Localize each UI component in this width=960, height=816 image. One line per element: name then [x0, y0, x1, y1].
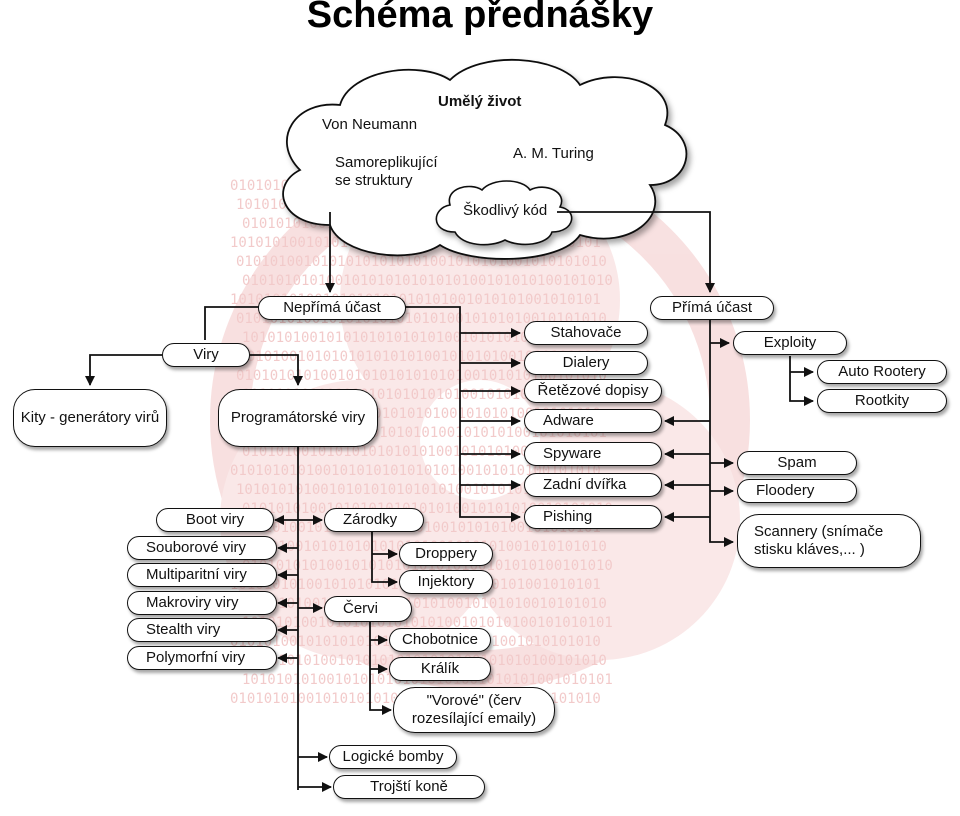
binary-row: 0101010101001010101010101010010101010010… — [242, 558, 613, 574]
node-prima-ucast[interactable]: Přímá účast — [650, 296, 774, 320]
node-souborove-viry[interactable]: Souborové viry — [127, 536, 277, 560]
binary-row: 0101010010101010101010100101010100101010… — [230, 349, 601, 365]
node-viry[interactable]: Viry — [162, 343, 250, 367]
node-neprima-ucast[interactable]: Nepřímá účast — [258, 296, 406, 320]
node-kity[interactable]: Kity - generátory virů — [13, 389, 167, 447]
node-kralik[interactable]: Králík — [389, 657, 491, 681]
node-pishing[interactable]: Pishing — [524, 505, 662, 529]
node-cervi[interactable]: Červi — [324, 596, 412, 622]
node-dialery[interactable]: Dialery — [524, 351, 648, 375]
cloud-item-turing: A. M. Turing — [513, 145, 594, 162]
binary-row: 0101010100101010101010101001010101001010… — [236, 596, 607, 612]
node-retezove-dopisy[interactable]: Řetězové dopisy — [524, 379, 662, 403]
node-adware[interactable]: Adware — [524, 409, 662, 433]
node-rootkity[interactable]: Rootkity — [817, 389, 947, 413]
cloud-heading: Umělý život — [438, 93, 522, 110]
node-zarodky[interactable]: Zárodky — [324, 508, 424, 532]
binary-row: 0101010101001010101010101010010101010010… — [236, 368, 607, 384]
node-polymorfni-viry[interactable]: Polymorfní viry — [127, 646, 277, 670]
node-injektory[interactable]: Injektory — [399, 570, 493, 594]
node-logicke-bomby[interactable]: Logické bomby — [329, 745, 457, 769]
node-scannery[interactable]: Scannery (snímače stisku kláves,... ) — [737, 514, 921, 568]
page-title: Schéma přednášky — [306, 0, 654, 36]
node-stahovace[interactable]: Stahovače — [524, 321, 648, 345]
node-trojsti-kone[interactable]: Trojští koně — [333, 775, 485, 799]
cloud-inner-label: Škodlivý kód — [463, 202, 548, 219]
connectors — [85, 211, 814, 792]
node-makroviry-viry[interactable]: Makroviry viry — [127, 591, 277, 615]
node-stealth-viry[interactable]: Stealth viry — [127, 618, 277, 642]
node-floodery[interactable]: Floodery — [737, 479, 857, 503]
cloud-item-von-neumann: Von Neumann — [322, 116, 418, 133]
cloud-shape — [282, 58, 688, 260]
node-chobotnice[interactable]: Chobotnice — [389, 628, 491, 652]
node-exploity[interactable]: Exploity — [733, 331, 847, 355]
cloud-item-samoreplikujici: Samoreplikující se struktury — [335, 154, 438, 189]
binary-row: 0101010101001010101010101010010101010010… — [242, 273, 613, 289]
node-boot-viry[interactable]: Boot viry — [156, 508, 274, 532]
node-vorove[interactable]: "Vorové" (červ rozesílající emaily) — [393, 687, 555, 733]
node-spyware[interactable]: Spyware — [524, 442, 662, 466]
node-multiparitni-viry[interactable]: Multiparitní viry — [127, 563, 277, 587]
node-programatorske-viry[interactable]: Programátorské viry — [218, 389, 378, 447]
inner-cloud-shape — [435, 180, 573, 246]
node-auto-rootery[interactable]: Auto Rootery — [817, 360, 947, 384]
binary-row: 0101010010101010101010100101010100101010… — [236, 254, 607, 270]
node-spam[interactable]: Spam — [737, 451, 857, 475]
binary-row: 0101010101001010101010101010010101010010… — [230, 463, 601, 479]
node-zadni-dvirka[interactable]: Zadní dvířka — [524, 473, 662, 497]
node-droppery[interactable]: Droppery — [399, 542, 493, 566]
